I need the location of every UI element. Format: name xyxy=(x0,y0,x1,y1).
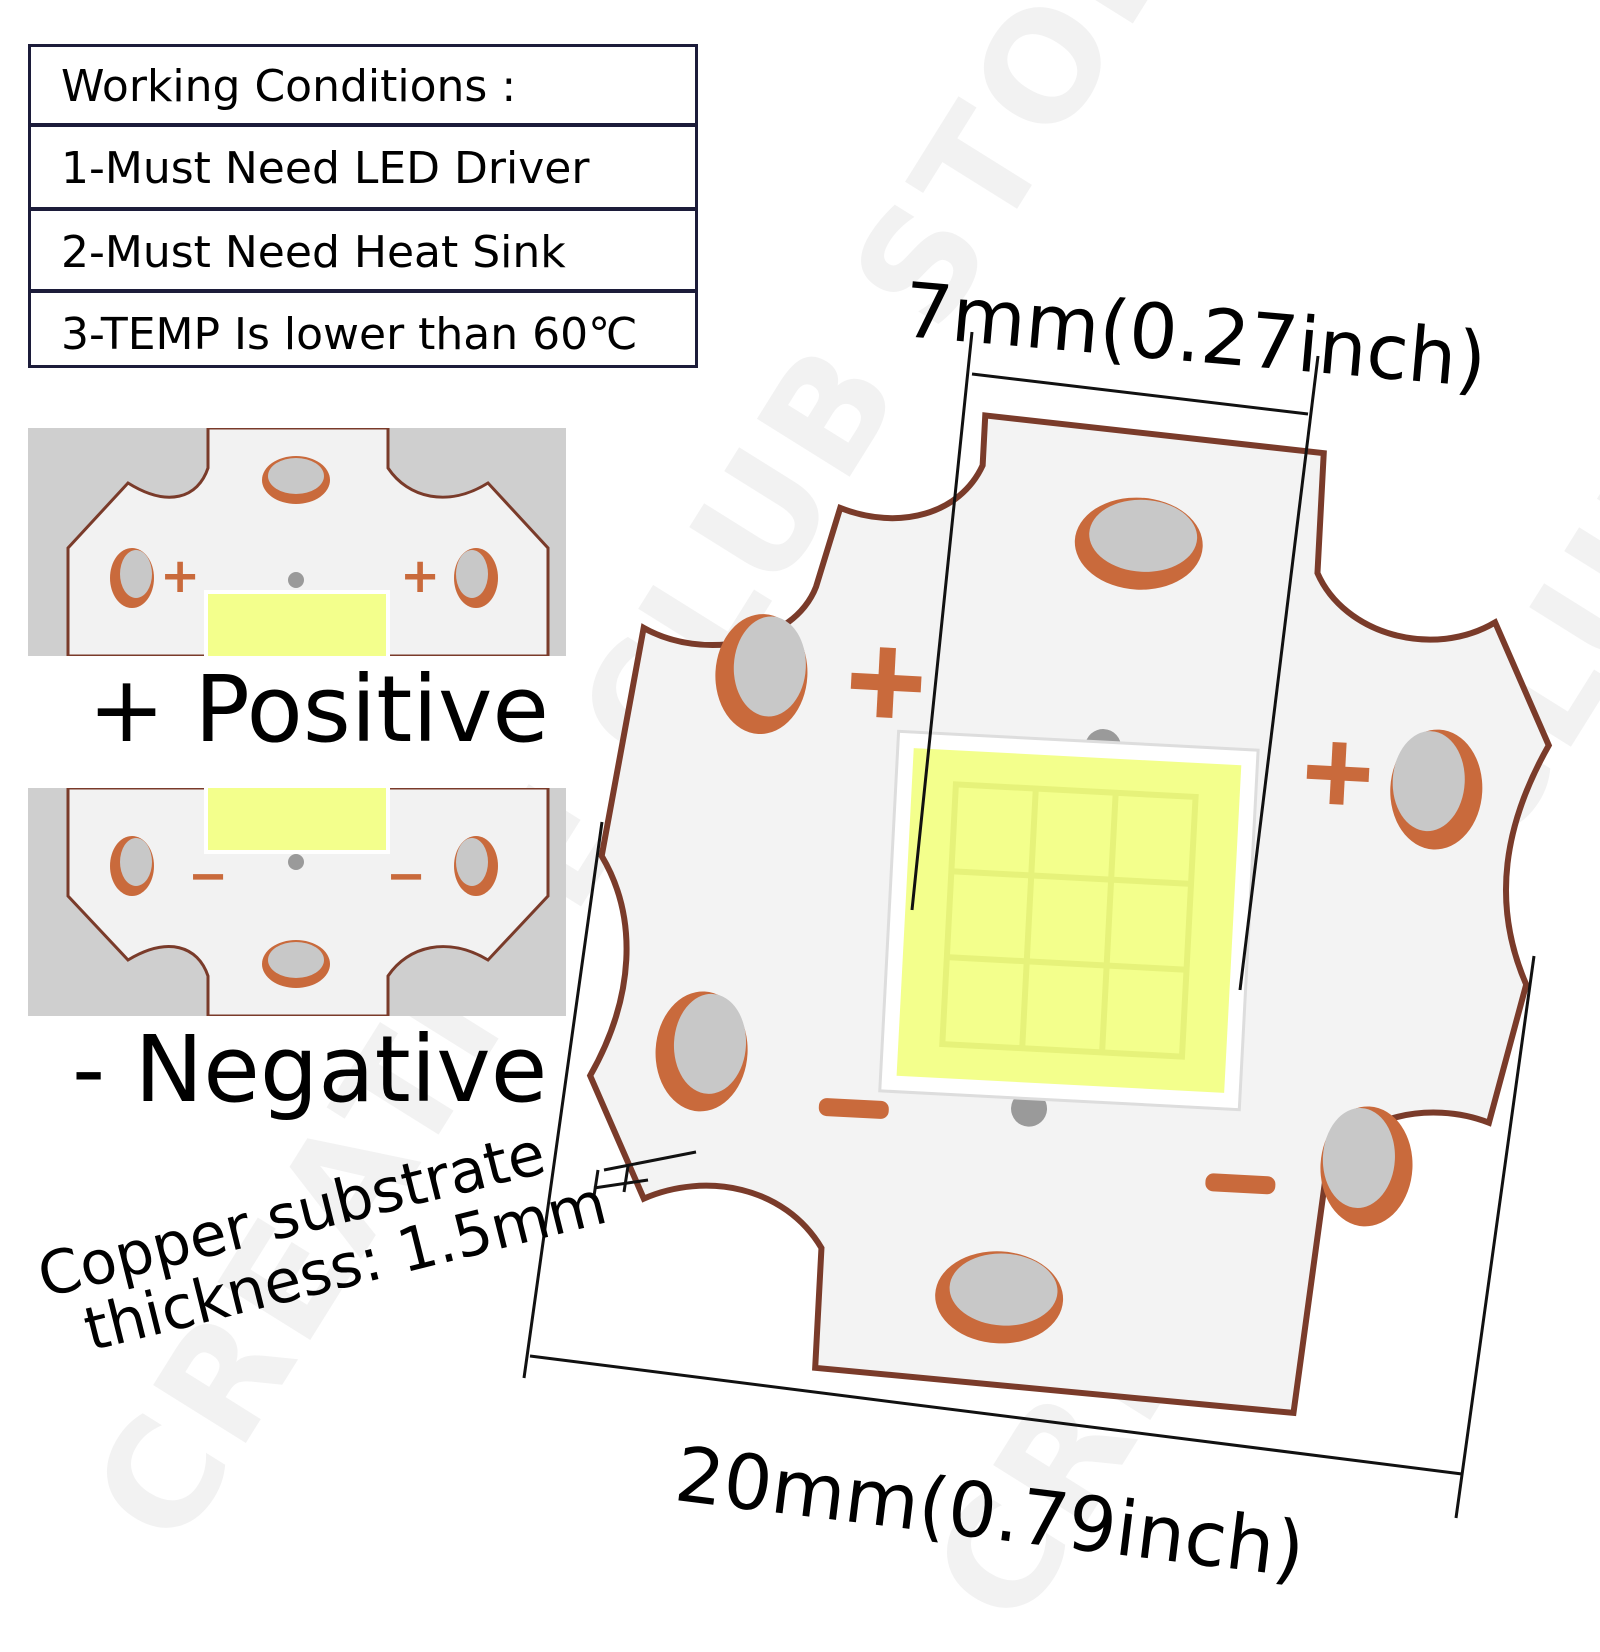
negative-side-photo: − − xyxy=(28,788,566,1016)
plus-mark: + xyxy=(400,548,441,604)
plus-mark: + xyxy=(160,548,201,604)
solder-pad xyxy=(935,1251,1064,1344)
condition-item: 2-Must Need Heat Sink xyxy=(61,227,566,278)
solder-pad xyxy=(1390,729,1483,850)
solder-pad xyxy=(655,991,748,1112)
positive-side-photo: + + xyxy=(28,428,566,656)
solder-pad xyxy=(1074,497,1203,590)
conditions-title: Working Conditions : xyxy=(61,61,517,112)
led-phosphor xyxy=(896,748,1242,1093)
plus-mark xyxy=(850,647,1370,805)
solder-pad xyxy=(1320,1106,1413,1227)
led-die-grid xyxy=(939,781,1199,1060)
condition-item: 1-Must Need LED Driver xyxy=(61,143,590,194)
positive-label: + Positive xyxy=(88,656,549,763)
condition-item: 3-TEMP Is lower than 60℃ xyxy=(61,309,638,360)
dimension-lines xyxy=(522,331,1536,1519)
minus-mark xyxy=(818,1098,1276,1195)
minus-mark: − xyxy=(188,848,229,904)
led-star-board xyxy=(522,331,1553,1519)
row-divider xyxy=(31,123,695,127)
negative-label: - Negative xyxy=(72,1016,548,1123)
solder-pad xyxy=(715,614,808,735)
minus-mark: − xyxy=(386,848,427,904)
row-divider xyxy=(31,207,695,211)
working-conditions-table: Working Conditions : 1-Must Need LED Dri… xyxy=(28,44,698,368)
row-divider xyxy=(31,289,695,293)
